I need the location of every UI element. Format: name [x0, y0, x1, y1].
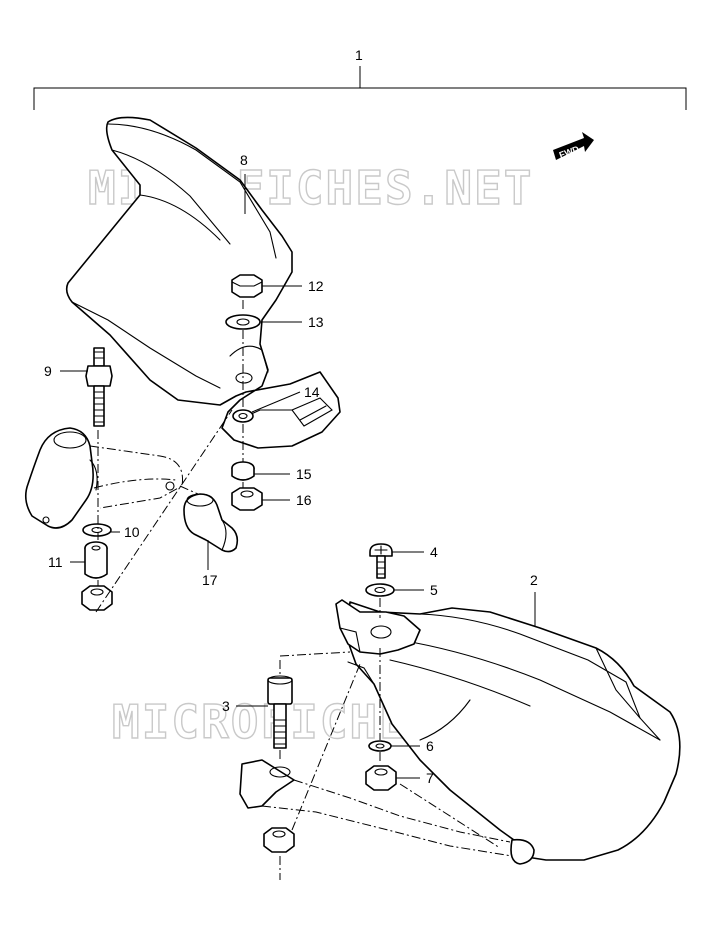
washer-part-5	[365, 583, 395, 597]
fwd-arrow-icon: FWD	[553, 132, 594, 160]
washer-part-13	[225, 314, 261, 330]
brake-lever	[239, 759, 535, 865]
fwd-badge-text: FWD	[558, 144, 581, 161]
callout-12: 12	[308, 278, 324, 294]
callout-6: 6	[426, 738, 434, 754]
callout-7: 7	[426, 770, 434, 786]
nut-lower-lower-assy	[263, 827, 295, 853]
washer-part-10	[82, 523, 112, 537]
callout-4: 4	[430, 544, 438, 560]
stud-bolt-part-9	[85, 347, 113, 427]
bolt-part-3	[267, 675, 293, 749]
callout-15: 15	[296, 466, 312, 482]
callout-3: 3	[222, 698, 230, 714]
nut-part-12	[231, 274, 263, 298]
callout-2: 2	[530, 572, 538, 588]
nut-lower-upper-assy	[81, 585, 113, 611]
hand-guard-part-2	[345, 601, 681, 861]
mounting-bracket	[335, 599, 421, 685]
grommet-part-17	[183, 493, 239, 553]
callout-14: 14	[304, 384, 320, 400]
hand-guard-part-8	[65, 116, 341, 449]
nut-part-16	[231, 487, 263, 511]
collar-part-11	[84, 541, 108, 579]
callout-16: 16	[296, 492, 312, 508]
callout-8: 8	[240, 152, 248, 168]
collar-part-14	[232, 409, 254, 423]
callout-11: 11	[48, 554, 63, 570]
washer-part-6	[368, 740, 392, 752]
callout-13: 13	[308, 314, 324, 330]
callout-17: 17	[202, 572, 218, 588]
callout-10: 10	[124, 524, 140, 540]
spacer-part-15	[231, 461, 255, 481]
handlebar-clamp	[24, 427, 184, 529]
nut-part-7	[365, 765, 397, 791]
callout-1: 1	[355, 47, 363, 63]
callout-5: 5	[430, 582, 438, 598]
assembly-bracket	[33, 66, 687, 110]
bolt-part-4	[369, 543, 393, 579]
callout-9: 9	[44, 363, 52, 379]
